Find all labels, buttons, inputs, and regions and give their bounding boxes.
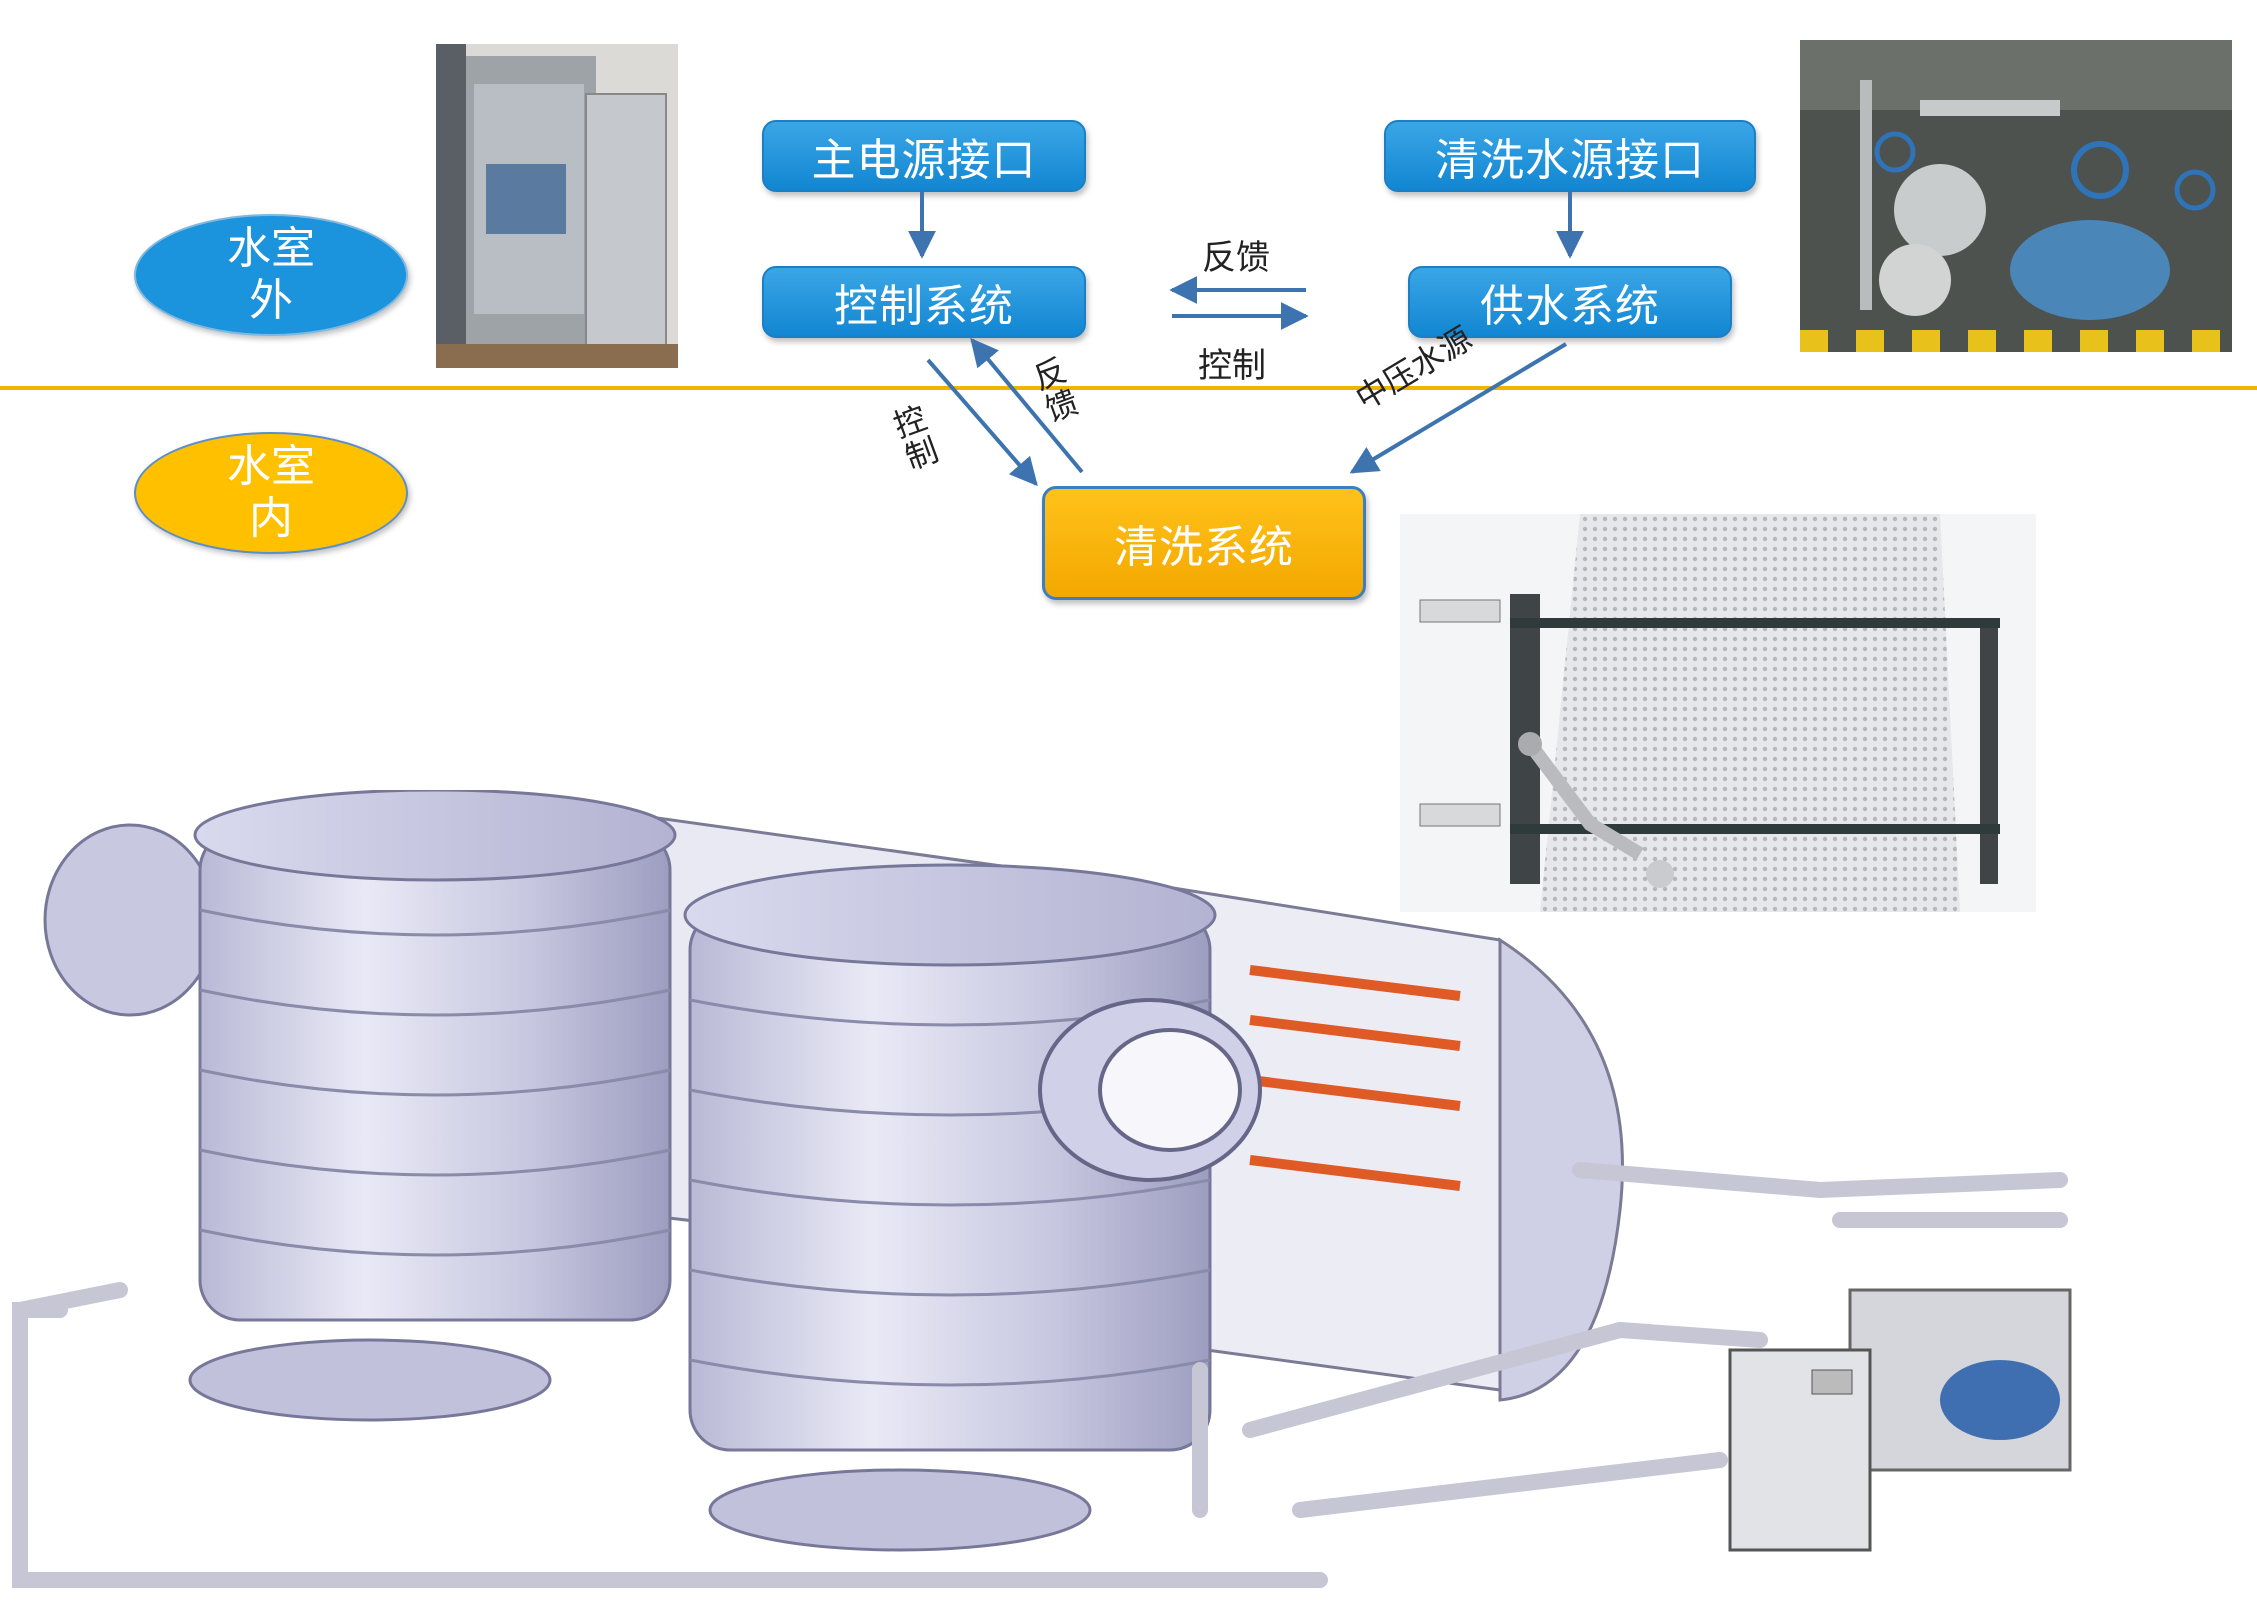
inside-zone-label: 水室 内 [134, 432, 408, 554]
condenser-water-chamber-render [0, 790, 2100, 1608]
zone-divider [0, 386, 2257, 390]
water-supply-system-box: 供水系统 [1408, 266, 1732, 338]
medium-pressure-arrow [1349, 342, 1568, 474]
pump-station-photo [1800, 40, 2232, 352]
feedback-up-arrow [970, 337, 1084, 474]
control-cabinet-photo [436, 44, 678, 368]
outside-zone-label: 水室 外 [134, 214, 408, 336]
control-down-arrow [926, 358, 1038, 487]
main-power-interface-box: 主电源接口 [762, 120, 1086, 192]
feedback-label: 反馈 [1202, 238, 1270, 278]
cleaning-system-box: 清洗系统 [1042, 486, 1366, 600]
control-system-box: 控制系统 [762, 266, 1086, 338]
wash-water-interface-box: 清洗水源接口 [1384, 120, 1756, 192]
nozzle-rack-render [1400, 514, 2036, 912]
control-label: 控制 [1198, 346, 1266, 386]
